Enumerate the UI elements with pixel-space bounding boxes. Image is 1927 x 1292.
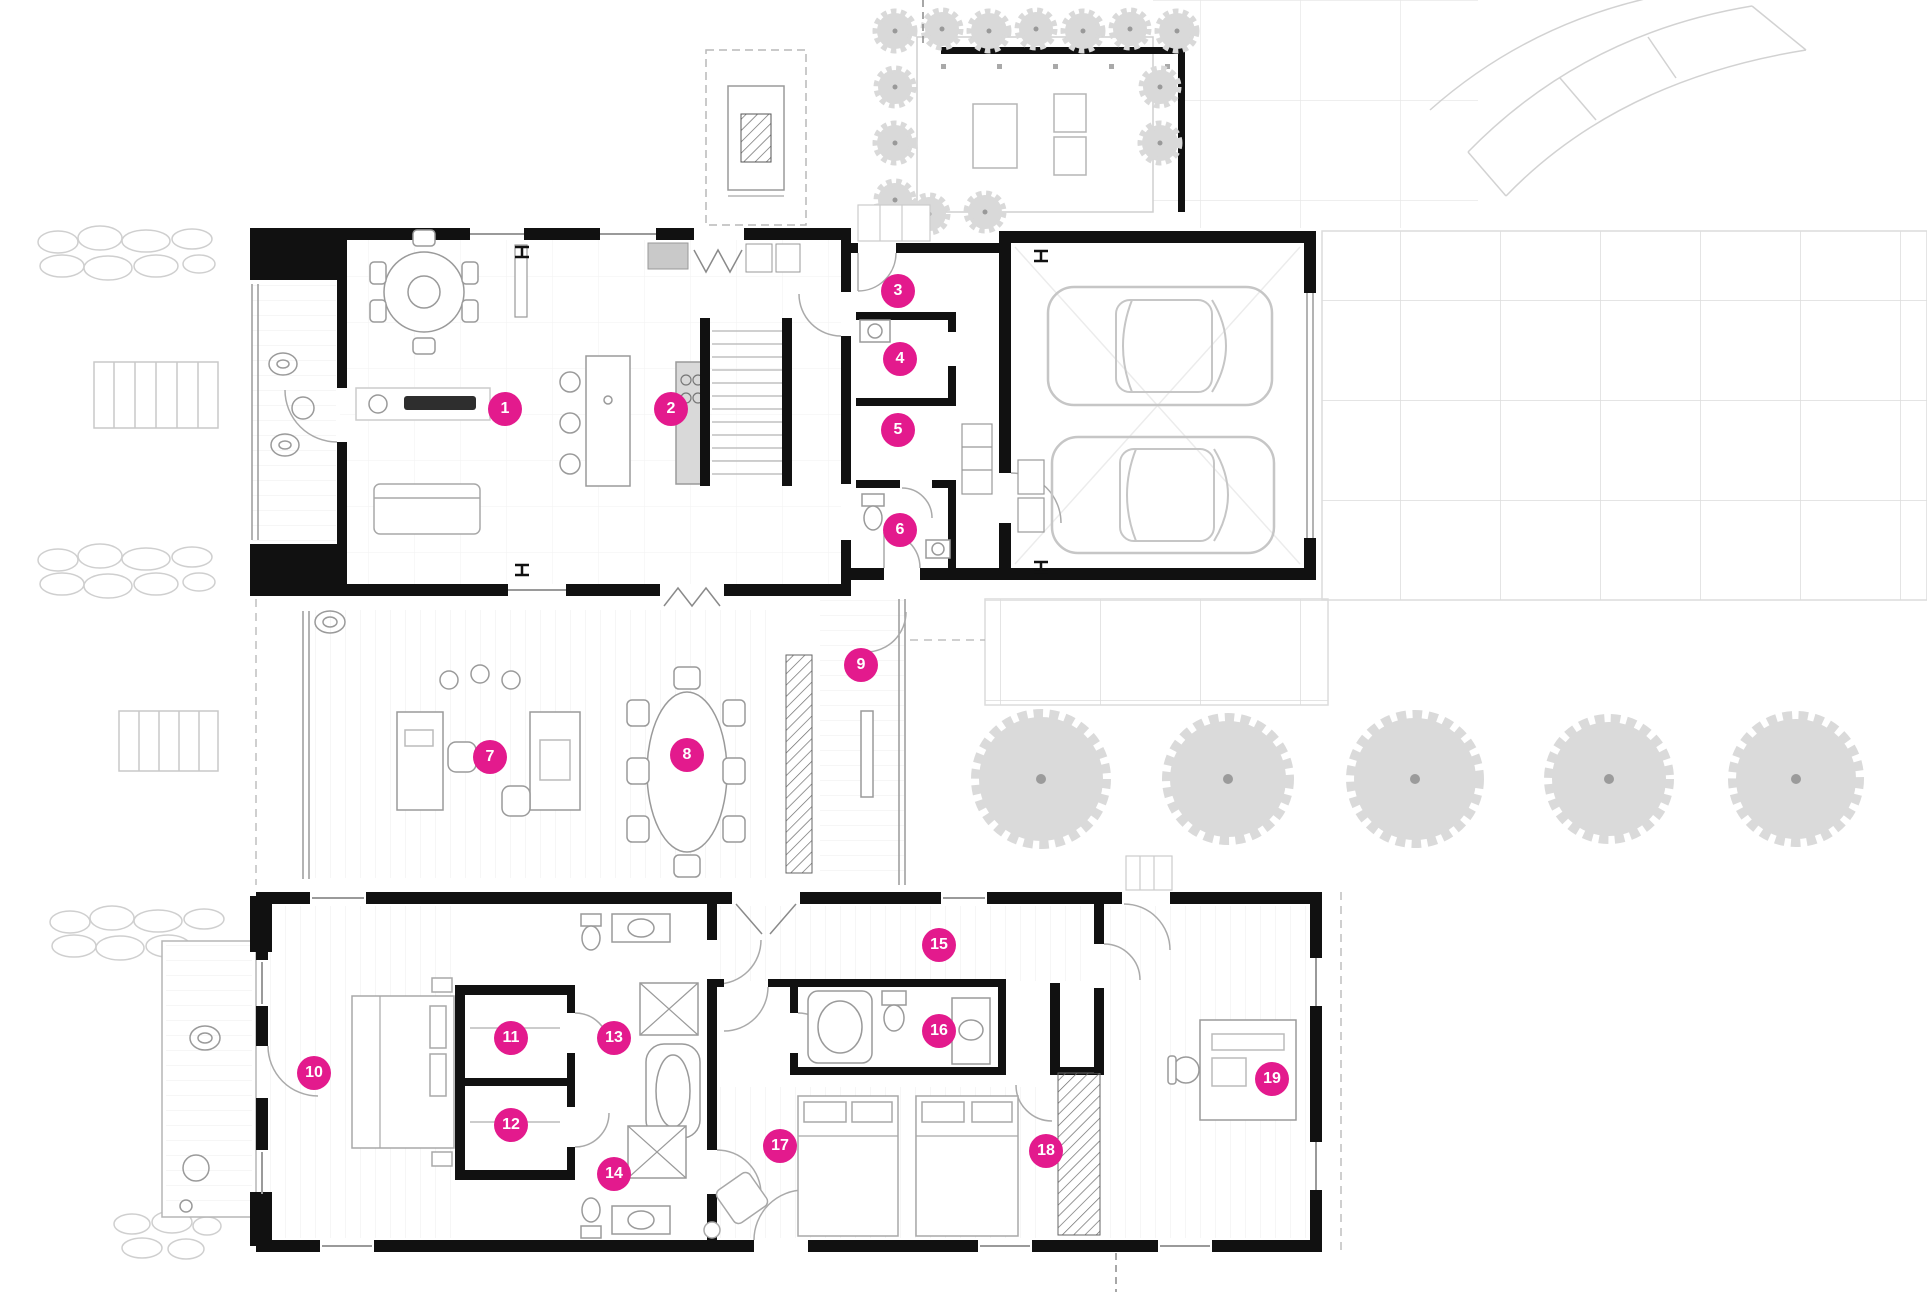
closet-hatch bbox=[1057, 1072, 1101, 1236]
screen-hatch bbox=[785, 654, 813, 874]
outdoor-dining-table bbox=[626, 666, 746, 878]
ensuite-bath bbox=[707, 979, 1006, 1075]
guest-porch bbox=[161, 940, 257, 1218]
tree bbox=[1162, 713, 1294, 845]
bed bbox=[351, 977, 455, 1167]
garden-patio bbox=[872, 7, 1200, 236]
property-lines bbox=[922, 0, 1117, 1292]
tree-row bbox=[971, 709, 1864, 849]
dining-table bbox=[369, 229, 479, 355]
outdoor-fireplace bbox=[705, 49, 807, 226]
tree bbox=[1346, 710, 1484, 848]
driveway-pavers bbox=[984, 0, 1927, 706]
shelf bbox=[514, 244, 528, 318]
sofa bbox=[373, 483, 481, 535]
tree bbox=[971, 709, 1111, 849]
tree bbox=[1728, 711, 1864, 847]
kitchen-island bbox=[559, 355, 631, 487]
stepping-stones bbox=[37, 225, 225, 1260]
kitchen-counter bbox=[355, 387, 491, 421]
column-icon bbox=[515, 245, 529, 259]
column-icon bbox=[1034, 560, 1048, 574]
garage bbox=[999, 231, 1316, 580]
column-icon bbox=[1034, 249, 1048, 263]
bedroom bbox=[703, 983, 1104, 1239]
main-house bbox=[250, 228, 851, 608]
column-icon bbox=[515, 563, 529, 577]
guest-house bbox=[161, 855, 1322, 1252]
courtyard bbox=[302, 599, 907, 885]
site-steps bbox=[93, 361, 251, 1215]
car bbox=[1046, 285, 1274, 407]
patio-trees bbox=[872, 7, 1200, 236]
curved-pavement bbox=[1429, 0, 1807, 197]
staircase bbox=[700, 318, 792, 486]
bench bbox=[860, 710, 874, 798]
car bbox=[1050, 435, 1276, 555]
tree bbox=[1544, 714, 1674, 844]
range-counter bbox=[675, 361, 705, 485]
bathroom bbox=[580, 904, 762, 1240]
entry-block bbox=[849, 204, 1011, 580]
office-desks bbox=[396, 664, 581, 817]
